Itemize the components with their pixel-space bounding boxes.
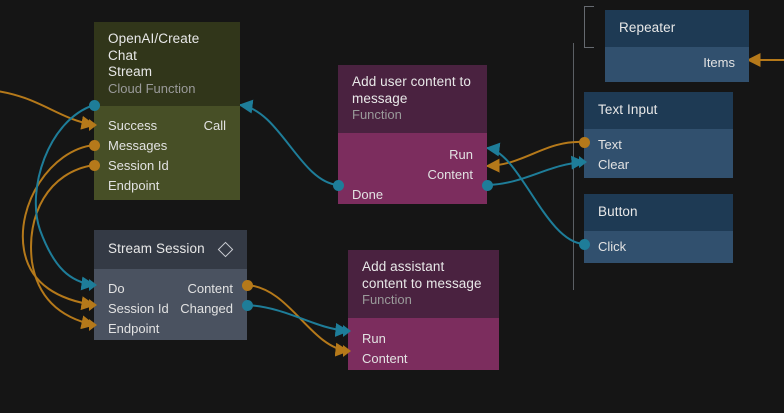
port-row-content: Content xyxy=(348,349,499,369)
port-label-session-id[interactable]: Session Id xyxy=(108,300,169,316)
node-header[interactable]: Add assistant content to message Functio… xyxy=(348,250,499,318)
port-row-click: Click xyxy=(584,237,733,257)
port-row-run: Run xyxy=(338,145,487,165)
node-header[interactable]: Button xyxy=(584,194,733,231)
node-subtitle: Function xyxy=(362,292,412,307)
node-body: Do Content Session Id Changed Endpoint xyxy=(94,268,247,340)
port-label-items[interactable]: Items xyxy=(703,54,735,70)
port-clear-exec-arrow[interactable] xyxy=(579,156,587,168)
node-title: OpenAI/Create Chat Stream xyxy=(108,31,200,79)
node-header[interactable]: Add user content to message Function xyxy=(338,65,487,133)
port-label-messages[interactable]: Messages xyxy=(108,138,168,153)
port-label-endpoint[interactable]: Endpoint xyxy=(108,178,160,193)
add-assistant-content-to-message-node[interactable]: Add assistant content to message Functio… xyxy=(348,250,499,370)
port-row-content: Content xyxy=(338,165,487,185)
stream-session-node[interactable]: Stream Session Do Content Session Id Cha… xyxy=(94,230,247,340)
port-text-data-dot[interactable] xyxy=(578,136,590,148)
node-title: Stream Session xyxy=(108,241,205,256)
port-label-content[interactable]: Content xyxy=(187,280,233,296)
port-label-content[interactable]: Content xyxy=(362,350,408,366)
port-label-endpoint[interactable]: Endpoint xyxy=(108,320,160,336)
node-title: Add user content to message xyxy=(352,74,471,106)
port-label-clear[interactable]: Clear xyxy=(598,156,630,172)
openai-create-chat-stream-node[interactable]: OpenAI/Create Chat Stream Cloud Function… xyxy=(94,22,240,200)
port-row-do-content: Do Content xyxy=(94,279,247,299)
port-row-success-call: Success Call xyxy=(94,116,240,136)
diamond-icon xyxy=(217,241,234,258)
port-row-messages: Messages xyxy=(94,136,240,156)
port-row-run: Run xyxy=(348,329,499,349)
node-subtitle: Function xyxy=(352,107,402,122)
node-subtitle: Cloud Function xyxy=(108,80,196,96)
port-content-data-arrow[interactable] xyxy=(343,345,351,357)
button-node[interactable]: Button Click xyxy=(584,194,733,263)
port-label-run[interactable]: Run xyxy=(362,330,386,346)
guide-line xyxy=(573,43,574,290)
node-body: Run Content xyxy=(348,317,499,370)
port-label-content[interactable]: Content xyxy=(427,166,473,182)
node-header[interactable]: Stream Session xyxy=(94,230,247,269)
port-label-run[interactable]: Run xyxy=(449,146,473,162)
port-label-click[interactable]: Click xyxy=(598,238,627,254)
port-row-endpoint: Endpoint xyxy=(94,176,240,196)
port-label-done[interactable]: Done xyxy=(352,186,384,202)
node-body: Success Call Messages Session Id Endpoin… xyxy=(94,106,240,200)
port-changed-out-exec-dot[interactable] xyxy=(241,299,253,311)
node-title: Repeater xyxy=(619,20,676,35)
node-body: Click xyxy=(584,230,733,263)
text-input-node[interactable]: Text Input Text Clear xyxy=(584,92,733,178)
port-session-id-data-arrow[interactable] xyxy=(89,299,97,311)
port-do-exec-arrow[interactable] xyxy=(89,279,97,291)
port-done-in-exec-dot[interactable] xyxy=(332,179,344,191)
port-label-do[interactable]: Do xyxy=(108,280,125,296)
node-title: Add assistant content to message xyxy=(362,259,482,291)
port-row-session-id: Session Id xyxy=(94,156,240,176)
port-click-exec-dot[interactable] xyxy=(578,238,590,250)
port-label-session-id[interactable]: Session Id xyxy=(108,158,169,173)
node-body: Run Content Done xyxy=(338,132,487,205)
port-messages-data-arrow[interactable] xyxy=(89,119,97,131)
port-content-out-data-dot[interactable] xyxy=(241,279,253,291)
node-body: Text Clear xyxy=(584,128,733,178)
port-done-out-exec-dot[interactable] xyxy=(481,179,493,191)
port-row-endpoint: Endpoint xyxy=(94,319,247,339)
node-header[interactable]: OpenAI/Create Chat Stream Cloud Function xyxy=(94,22,240,106)
node-header[interactable]: Text Input xyxy=(584,92,733,129)
port-session-id-data-dot[interactable] xyxy=(88,139,100,151)
port-label-text[interactable]: Text xyxy=(598,136,622,152)
port-endpoint-data-dot[interactable] xyxy=(88,159,100,171)
port-row-session-id-changed: Session Id Changed xyxy=(94,299,247,319)
port-row-done: Done xyxy=(338,185,487,205)
node-title: Text Input xyxy=(598,102,658,117)
port-label-changed[interactable]: Changed xyxy=(180,300,233,316)
node-header[interactable]: Repeater xyxy=(605,10,749,47)
node-body: Items xyxy=(605,46,749,82)
repeater-selection-bracket xyxy=(584,6,594,48)
port-endpoint-data-arrow[interactable] xyxy=(89,319,97,331)
port-success-exec-dot[interactable] xyxy=(88,99,100,111)
port-row-clear: Clear xyxy=(584,155,733,175)
port-label-call[interactable]: Call xyxy=(203,118,226,133)
port-row-items: Items xyxy=(605,53,749,73)
port-run-exec-arrow[interactable] xyxy=(343,325,351,337)
node-title: Button xyxy=(598,204,638,219)
port-label-success[interactable]: Success xyxy=(108,118,158,133)
add-user-content-to-message-node[interactable]: Add user content to message Function Run… xyxy=(338,65,487,204)
port-row-text: Text xyxy=(584,135,733,155)
repeater-node[interactable]: Repeater Items xyxy=(605,10,749,82)
